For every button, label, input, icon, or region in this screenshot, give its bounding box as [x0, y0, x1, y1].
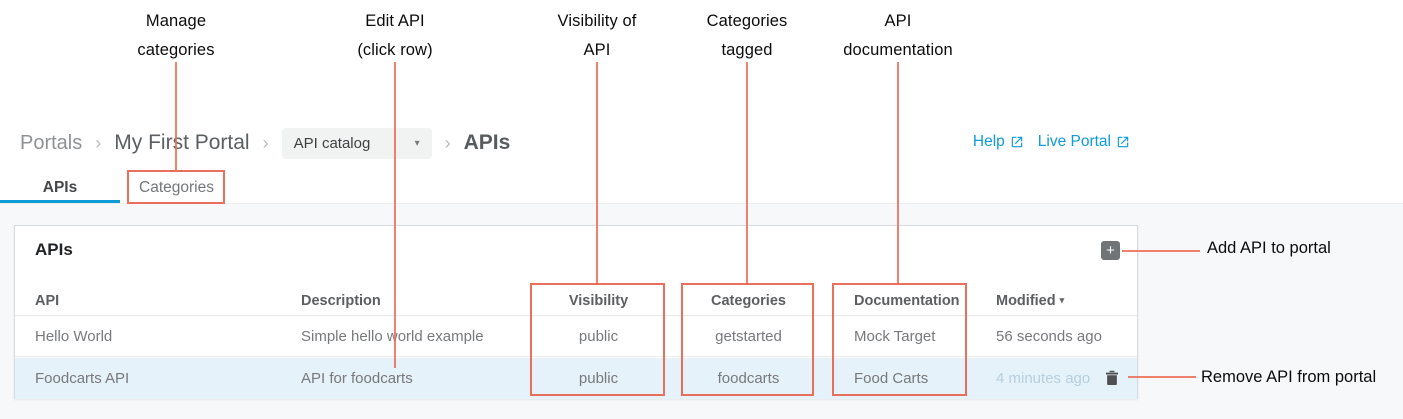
cell-modified: 4 minutes ago	[996, 370, 1091, 387]
annotation-manage-categories: Manage categories	[91, 7, 261, 65]
column-header-description[interactable]: Description	[301, 292, 381, 309]
live-portal-link[interactable]: Live Portal	[1038, 133, 1130, 151]
annotation-edit-api: Edit API (click row)	[310, 7, 480, 65]
annotation-line: Edit API	[365, 12, 425, 30]
cell-api: Foodcarts API	[35, 370, 130, 387]
annotation-line: Categories	[706, 12, 788, 30]
annotation-line: Manage	[145, 12, 207, 30]
annotation-line: tagged	[721, 41, 773, 59]
annotation-line: documentation	[843, 41, 953, 59]
column-header-modified-label: Modified	[996, 292, 1056, 309]
help-link-label: Help	[972, 133, 1005, 150]
trash-icon	[1106, 370, 1118, 385]
cell-documentation: Mock Target	[854, 328, 936, 345]
live-portal-link-label: Live Portal	[1037, 133, 1111, 150]
column-header-modified[interactable]: Modified ▾	[996, 285, 1106, 316]
annotation-visibility-of-api: Visibility of API	[512, 7, 682, 65]
column-header-categories[interactable]: Categories	[711, 292, 786, 309]
column-header-documentation[interactable]: Documentation	[854, 292, 960, 309]
breadcrumb: Portals › My First Portal › API catalog …	[20, 127, 510, 159]
breadcrumb-separator: ›	[262, 132, 269, 153]
chevron-down-icon: ▾	[414, 137, 420, 149]
annotation-line: Visibility of	[557, 12, 637, 30]
external-link-icon	[1011, 136, 1023, 148]
external-link-icon	[1117, 136, 1129, 148]
breadcrumb-portal-name[interactable]: My First Portal	[114, 131, 250, 154]
catalog-dropdown[interactable]: API catalog ▾	[281, 127, 432, 159]
annotation-categories-tagged: Categories tagged	[662, 7, 832, 65]
breadcrumb-current-apis: APIs	[463, 131, 511, 154]
active-tab-indicator	[0, 200, 120, 203]
apis-panel: APIs + API Description Visibility Catego…	[14, 225, 1138, 399]
header-links: Help Live Portal	[973, 133, 1130, 151]
column-header-api[interactable]: API	[35, 292, 60, 309]
annotation-add-api: Add API to portal	[1207, 239, 1331, 257]
add-api-button[interactable]: +	[1101, 241, 1120, 260]
tab-apis[interactable]: APIs	[42, 178, 78, 196]
table-header-row: API Description Visibility Categories Do…	[15, 285, 1137, 316]
cell-visibility: public	[578, 370, 619, 387]
cell-modified: 56 seconds ago	[996, 328, 1102, 345]
annotation-line: categories	[137, 41, 215, 59]
catalog-dropdown-value: API catalog	[293, 134, 371, 152]
tab-bar: APIs Categories	[0, 172, 1403, 203]
cell-documentation: Food Carts	[854, 370, 929, 387]
breadcrumb-separator: ›	[95, 132, 102, 153]
cell-categories: getstarted	[715, 328, 782, 345]
annotation-line: (click row)	[357, 41, 433, 59]
table-row-foodcarts[interactable]: Foodcarts API API for foodcarts public f…	[15, 358, 1137, 399]
breadcrumb-portals[interactable]: Portals	[20, 131, 83, 154]
tab-categories[interactable]: Categories	[139, 178, 214, 196]
breadcrumb-separator: ›	[444, 132, 451, 153]
table-row-hello-world[interactable]: Hello World Simple hello world example p…	[15, 316, 1137, 357]
cell-description: API for foodcarts	[301, 370, 413, 387]
annotation-remove-api: Remove API from portal	[1201, 368, 1377, 386]
cell-visibility: public	[578, 328, 619, 345]
annotation-api-documentation: API documentation	[813, 7, 983, 65]
sort-desc-icon: ▾	[1059, 295, 1065, 305]
cell-categories: foodcarts	[717, 370, 780, 387]
plus-icon: +	[1106, 242, 1115, 259]
column-header-visibility[interactable]: Visibility	[568, 292, 629, 309]
cell-api: Hello World	[35, 328, 113, 345]
help-link[interactable]: Help	[973, 133, 1024, 151]
remove-api-button[interactable]	[1101, 367, 1123, 391]
panel-title: APIs	[35, 240, 73, 259]
annotation-line: API	[884, 12, 912, 30]
cell-description: Simple hello world example	[301, 328, 484, 345]
annotation-line: API	[583, 41, 611, 59]
